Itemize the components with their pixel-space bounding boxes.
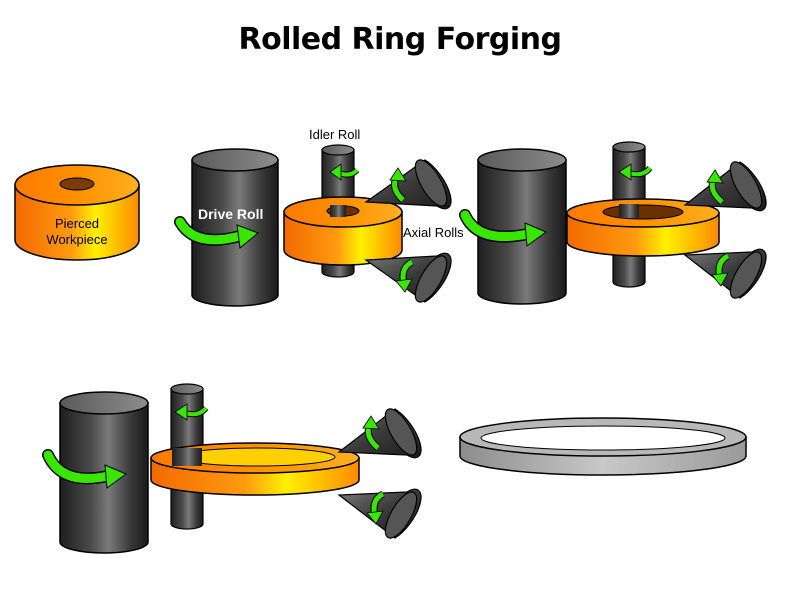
finished-ring [459, 417, 747, 476]
ring [566, 198, 720, 257]
ring [283, 196, 403, 266]
idler-roll-label: Idler Roll [309, 127, 360, 142]
curved-arrow-icon [389, 167, 407, 203]
curved-arrow-icon [706, 169, 725, 205]
axial-roll-upper [364, 159, 452, 210]
curved-arrow-icon [42, 449, 127, 489]
curved-arrow-icon [362, 415, 381, 451]
drive-roll-label: Drive Roll [198, 206, 263, 222]
axial-roll-upper [337, 408, 422, 459]
curved-arrow-icon [366, 490, 385, 525]
axial-rolls-label: Axial Rolls [403, 225, 464, 240]
workpiece-label-line1: Pierced [55, 216, 99, 231]
drive-roll [191, 148, 279, 307]
curved-arrow-icon [395, 258, 414, 293]
diagram-title: Rolled Ring Forging [238, 22, 562, 57]
curved-arrow-icon [618, 163, 653, 181]
stage-1: Drive Roll Idler Roll Axial Rolls [174, 127, 464, 307]
drive-roll [477, 148, 567, 305]
stage-2 [459, 141, 767, 305]
curved-arrow-icon [174, 403, 209, 421]
stage-3 [42, 383, 422, 554]
curved-arrow-icon [174, 216, 259, 249]
axial-roll-upper [683, 161, 767, 212]
curved-arrow-icon [459, 209, 547, 247]
pierced-workpiece: Pierced Workpiece [14, 164, 140, 261]
curved-arrow-icon [329, 163, 360, 181]
ring [150, 442, 360, 496]
curved-arrow-icon [711, 252, 730, 287]
axial-roll-lower [364, 252, 452, 303]
workpiece-label-line2: Workpiece [46, 232, 107, 247]
